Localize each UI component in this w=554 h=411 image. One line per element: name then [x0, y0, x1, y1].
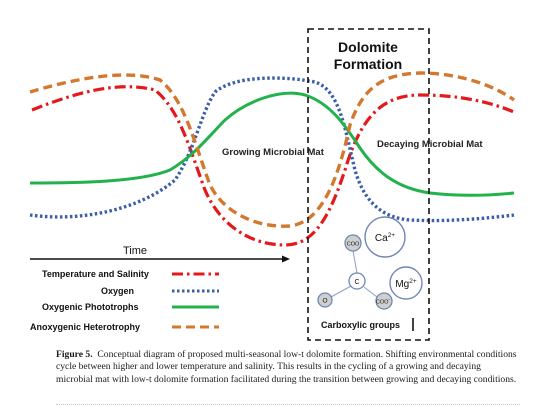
- time-label: Time: [123, 245, 147, 257]
- coo-right-group: [375, 292, 393, 310]
- bond-left: [330, 285, 352, 298]
- o-left-atom: [317, 292, 333, 308]
- bond-top: [352, 250, 358, 274]
- legend: Temperature and Salinity Oxygen Oxygenic…: [30, 269, 219, 332]
- coo-top-label: COO: [347, 242, 360, 248]
- oxygen-curve: [29, 76, 515, 223]
- legend-label-temperature: Temperature and Salinity: [42, 269, 149, 279]
- coo-right-label: COO-: [376, 297, 391, 306]
- carbon-label: C: [354, 279, 359, 286]
- legend-label-heterotrophy: Anoxygenic Heterotrophy: [30, 322, 140, 332]
- carboxylic-groups-label: Carboxylic groups: [321, 320, 400, 330]
- mg-ion: [389, 266, 423, 300]
- dolomite-formation-box: [307, 28, 430, 341]
- caption-text: Conceptual diagram of proposed multi-sea…: [56, 349, 517, 385]
- legend-label-oxygen: Oxygen: [101, 286, 134, 296]
- coo-top-group: [344, 234, 362, 252]
- box-title-line1: Dolomite: [338, 39, 398, 55]
- ca-ion: [364, 216, 406, 258]
- o-left-label: O: [322, 298, 327, 305]
- box-title-line2: Formation: [334, 56, 402, 72]
- carboxylic-molecule: Ca2+ Mg2+ C COO O COO- Carboxylic groups: [317, 216, 423, 331]
- carbon-atom: [348, 272, 366, 290]
- growing-mat-label: Growing Microbial Mat: [222, 147, 325, 158]
- mg-label: Mg2+: [395, 278, 417, 290]
- figure-caption: Figure 5. Conceptual diagram of proposed…: [56, 349, 520, 386]
- time-arrow-head: [282, 255, 290, 263]
- bond-right: [363, 286, 378, 298]
- legend-label-phototrophs: Oxygenic Phototrophs: [42, 302, 139, 312]
- bottom-divider: [56, 404, 520, 405]
- anoxygenic-heterotrophy-curve: [29, 71, 516, 228]
- ca-label: Ca2+: [375, 232, 395, 244]
- decaying-mat-label: Decaying Microbial Mat: [377, 139, 483, 150]
- figure-label: Figure 5.: [56, 349, 93, 360]
- oxygenic-phototrophs-curve: [29, 91, 515, 197]
- temperature-salinity-curve: [31, 85, 515, 247]
